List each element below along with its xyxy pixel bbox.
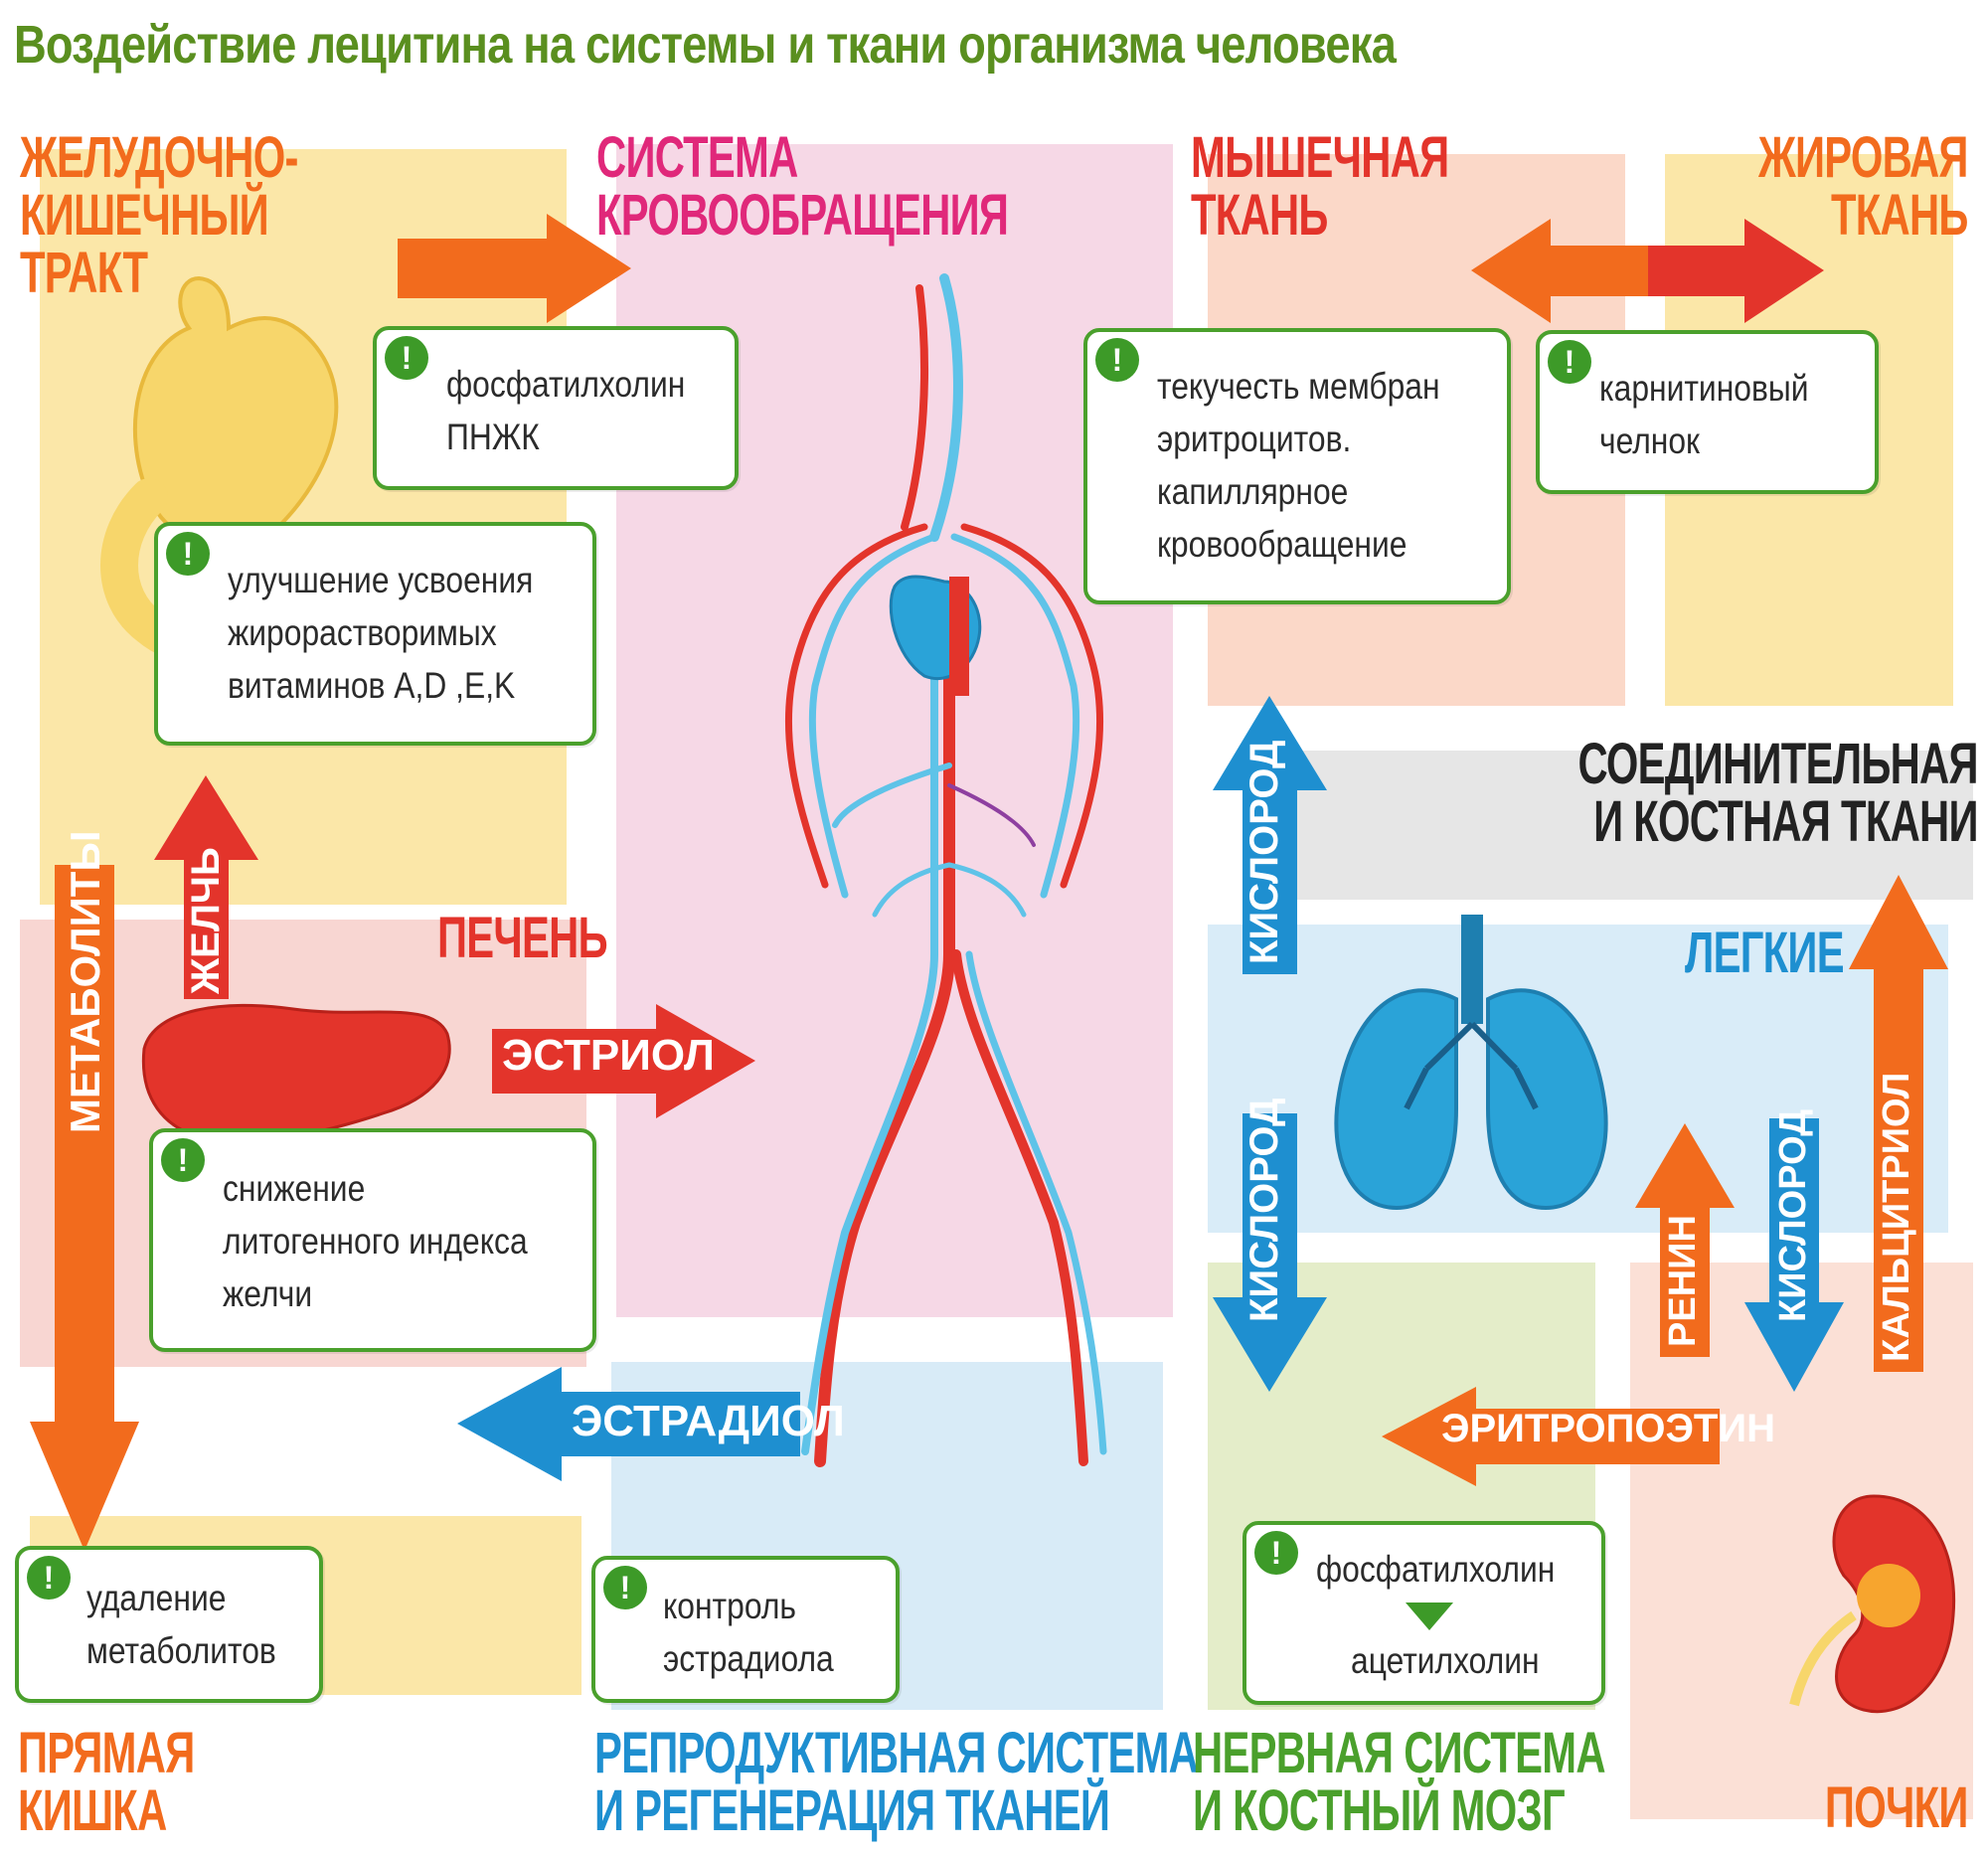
lungs-illustration [1334,915,1608,1211]
arrow-oxygen-up-label: КИСЛОРОД [1242,740,1286,964]
arrow-oxygen-down-label: КИСЛОРОД [1242,1097,1286,1322]
arrow-estradiol[interactable] [457,1367,800,1481]
kidney-illustration [1789,1494,1956,1714]
arrow-muscle-fat [1471,219,1824,323]
info-badge-icon: ! [1095,338,1139,382]
card-estradiol-control: ! контроль эстрадиола [591,1556,900,1703]
arrow-oxygen-kidney[interactable] [1744,1118,1844,1392]
info-badge-icon: ! [385,336,428,380]
info-badge-icon: ! [161,1138,205,1182]
heading-kidneys: ПОЧКИ [1825,1775,1968,1840]
connective-panel [1267,751,1973,900]
arrow-renin[interactable] [1635,1123,1735,1357]
card-acetylcholine: ! фосфатилхолин ацетилхолин [1242,1521,1605,1705]
arrow-bile[interactable] [154,775,258,999]
card-vitamins: ! улучшение усвоения жирорастворимых вит… [154,522,596,746]
card-phosphatidylcholine-pufa: ! фосфатилхолин ПНЖК [373,326,739,490]
card-bile-index: ! снижение литогенного индекса желчи [149,1128,596,1352]
arrow-estradiol-label: ЭСТРАДИОЛ [572,1397,845,1445]
heading-lungs: ЛЕГКИЕ [1685,921,1845,985]
arrow-renin-label: РЕНИН [1662,1215,1704,1347]
arrow-calcitriol[interactable] [1849,875,1948,1372]
info-badge-icon: ! [603,1566,647,1609]
arrow-metabolites[interactable] [30,865,139,1551]
arrow-oxygen-up[interactable] [1213,696,1327,974]
heading-liver: ПЕЧЕНЬ [437,906,608,970]
info-badge-icon: ! [166,532,210,576]
info-badge-icon: ! [27,1556,71,1600]
circulatory-system-illustration [784,273,1107,1467]
info-badge-icon: ! [1548,340,1591,384]
acetylcholine-result-label: ацетилхолин [1351,1640,1540,1681]
card-carnitine: ! карнитиновый челнок [1536,330,1879,494]
arrow-metabolites-label: МЕТАБОЛИТЫ [62,830,108,1133]
arrow-oxygen-down[interactable] [1213,1113,1327,1392]
card-metabolite-removal: ! удаление метаболитов [15,1546,323,1703]
arrow-estriol-label: ЭСТРИОЛ [502,1031,715,1080]
info-badge-icon: ! [1254,1531,1298,1575]
arrow-erythropoietin-label: ЭРИТРОПОЭТИН [1441,1407,1775,1450]
arrow-erythropoietin[interactable] [1382,1387,1720,1486]
arrow-bile-label: ЖЕЛЧЬ [184,847,228,994]
conversion-down-icon [1406,1603,1453,1630]
card-membranes: ! текучесть мембран эритроцитов. капилля… [1083,328,1511,604]
arrow-gi-to-circulatory [398,214,631,323]
arrow-calcitriol-label: КАЛЬЦИТРИОЛ [1876,1072,1917,1362]
acetylcholine-source-label: фосфатилхолин [1316,1549,1556,1590]
page-title: Воздействие лецитина на системы и ткани … [14,15,1397,75]
arrow-estriol[interactable] [492,1004,755,1118]
arrow-oxygen-kidney-label: КИСЛОРОД [1772,1108,1814,1322]
